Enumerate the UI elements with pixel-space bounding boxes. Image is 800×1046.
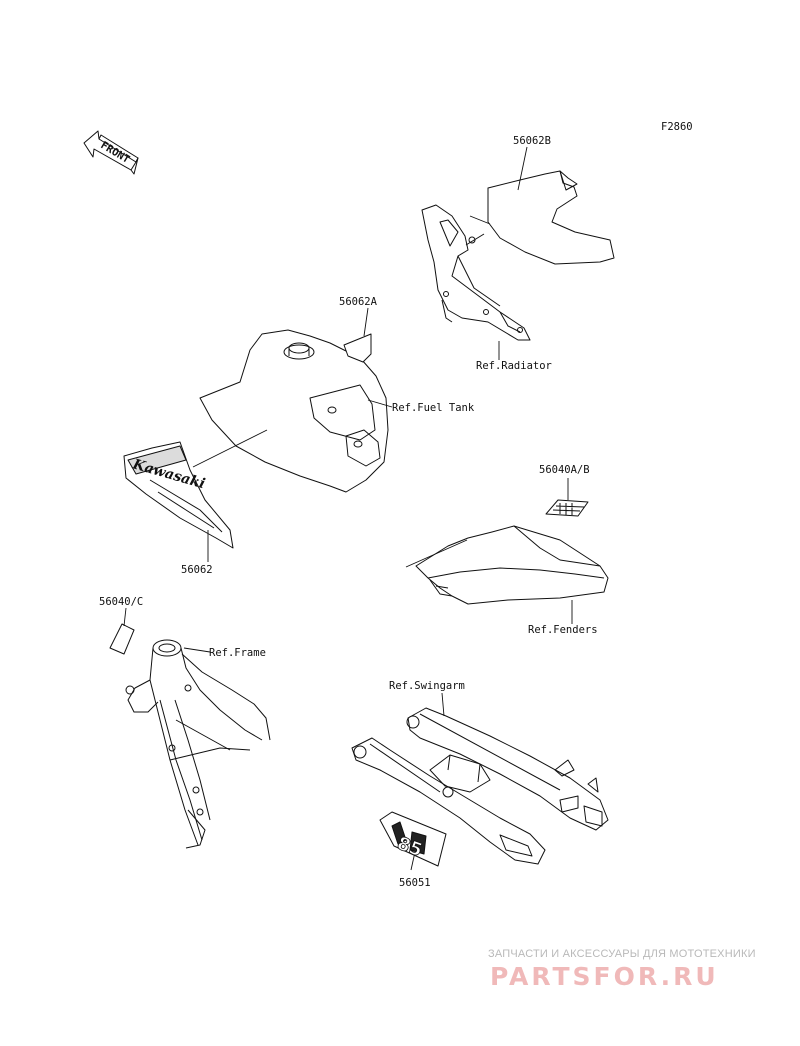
part-56062b-label: 56062B	[513, 135, 551, 147]
ref-radiator-label: Ref.Radiator	[476, 360, 552, 372]
part-56040c-label: 56040/C	[99, 596, 143, 608]
decal-56051-drawing	[379, 811, 447, 867]
swingarm-drawing	[351, 707, 609, 865]
front-fender-drawing	[415, 525, 609, 605]
fuel-tank-drawing	[199, 329, 389, 493]
ref-swingarm-label: Ref.Swingarm	[389, 680, 465, 692]
decal-56062a-drawing	[343, 333, 372, 363]
part-56062a-label: 56062A	[339, 296, 378, 308]
tank-decal-drawing	[123, 441, 234, 549]
watermark-logo: PARTSFOR.RU	[490, 962, 719, 991]
frame-drawing	[125, 639, 271, 849]
radiator-shroud-drawing	[421, 170, 615, 341]
decal-56040c-drawing	[109, 623, 135, 655]
ref-fenders-label: Ref.Fenders	[528, 624, 598, 636]
leader-lines	[123, 146, 573, 871]
part-56051-label: 56051	[399, 877, 431, 889]
figure-code: F2860	[661, 121, 693, 133]
decal-56040ab-drawing	[545, 499, 589, 517]
part-56062-label: 56062	[181, 564, 213, 576]
part-56040ab-label: 56040A/B	[539, 464, 590, 476]
front-arrow-icon	[83, 130, 139, 175]
watermark-tagline: ЗАПЧАСТИ И АКСЕССУАРЫ ДЛЯ МОТОТЕХНИКИ	[488, 948, 756, 960]
ref-frame-label: Ref.Frame	[209, 647, 266, 659]
ref-fuel-tank-label: Ref.Fuel Tank	[392, 402, 475, 414]
